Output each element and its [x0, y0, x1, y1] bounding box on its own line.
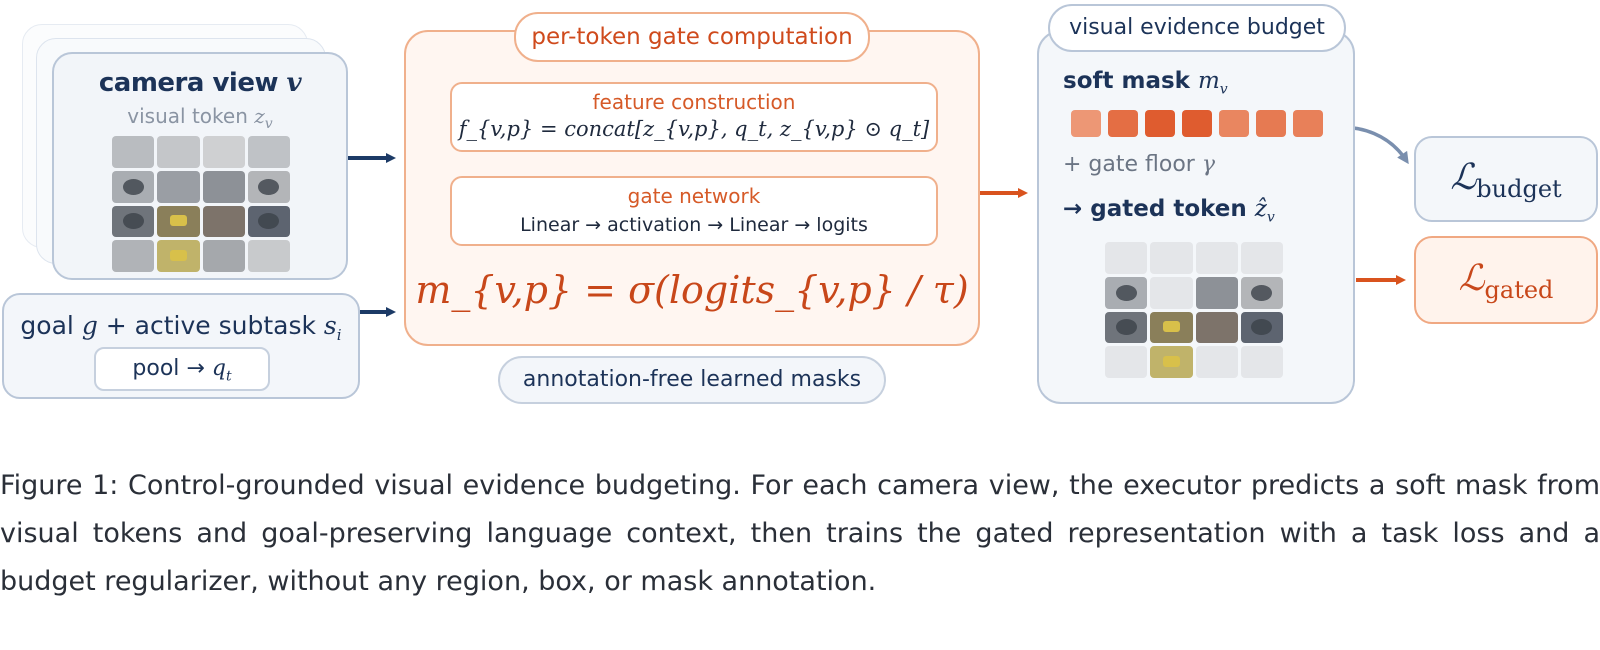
feature-construction-box: feature construction f_{v,p} = concat[z_…	[450, 82, 938, 152]
visual-token-cell	[1196, 312, 1238, 344]
soft-mask-cell	[1071, 110, 1101, 137]
visual-token-cell	[157, 240, 199, 272]
annotation-free-pill: annotation-free learned masks	[498, 356, 886, 404]
visual-token-cell	[1105, 346, 1147, 378]
visual-token-cell	[112, 171, 154, 203]
visual-token-cell	[248, 171, 290, 203]
visual-token-cell	[203, 206, 245, 238]
gate-network-steps: Linear → activation → Linear → logits	[452, 214, 936, 236]
object-blob	[258, 213, 279, 229]
gate-network-box: gate network Linear → activation → Linea…	[450, 176, 938, 246]
soft-mask-cell	[1145, 110, 1175, 137]
mask-formula: m_{v,p} = σ(logits_{v,p} / τ)	[404, 268, 980, 312]
object-blob	[1251, 319, 1272, 335]
visual-token-cell	[203, 136, 245, 168]
gate-computation-title: per-token gate computation	[514, 12, 870, 62]
object-blob	[1116, 319, 1137, 335]
feature-construction-formula: f_{v,p} = concat[z_{v,p}, q_t, z_{v,p} ⊙…	[452, 117, 936, 141]
goal-subtask-label: goal g + active subtask si	[4, 311, 358, 344]
soft-mask-cell	[1182, 110, 1212, 137]
gated-token-label: → gated token ẑv	[1063, 196, 1275, 226]
gated-loss-box: ℒgated	[1414, 236, 1598, 324]
visual-token-cell	[1105, 277, 1147, 309]
object-blob	[170, 250, 187, 261]
visual-token-grid	[112, 136, 290, 272]
visual-token-cell	[1150, 242, 1192, 274]
soft-mask-cell	[1256, 110, 1286, 137]
visual-token-label: visual token zv	[54, 104, 346, 132]
camera-view-card: camera view v visual token zv	[52, 52, 348, 280]
camera-view-title: camera view v	[54, 68, 346, 98]
budget-loss-box: ℒbudget	[1414, 136, 1598, 222]
feature-formula-text: f_{v,p} = concat[z_{v,p}, q_t, z_{v,p} ⊙…	[459, 117, 929, 141]
visual-token-cell	[1241, 346, 1283, 378]
visual-evidence-budget-title: visual evidence budget	[1048, 4, 1346, 52]
visual-token-cell	[203, 171, 245, 203]
soft-mask-cell	[1108, 110, 1138, 137]
object-blob	[1116, 285, 1137, 301]
gate-network-heading: gate network	[452, 184, 936, 208]
visual-token-cell	[1196, 346, 1238, 378]
soft-mask-cell	[1293, 110, 1323, 137]
soft-mask-row	[1071, 110, 1323, 137]
goal-subtask-card: goal g + active subtask si pool → qt	[2, 293, 360, 399]
gate-floor-label: + gate floor γ	[1063, 152, 1215, 177]
visual-token-cell	[203, 240, 245, 272]
object-blob	[1251, 285, 1272, 301]
figure-caption: Figure 1: Control-grounded visual eviden…	[0, 462, 1600, 606]
gated-token-grid	[1105, 242, 1283, 378]
visual-token-cell	[1105, 242, 1147, 274]
pool-query-box: pool → qt	[94, 347, 270, 391]
object-blob	[123, 179, 144, 195]
visual-token-cell	[112, 206, 154, 238]
visual-token-cell	[1196, 277, 1238, 309]
visual-token-cell	[1150, 277, 1192, 309]
visual-token-cell	[157, 206, 199, 238]
visual-token-cell	[157, 171, 199, 203]
object-blob	[170, 215, 187, 226]
visual-token-cell	[1105, 312, 1147, 344]
visual-token-cell	[248, 136, 290, 168]
soft-mask-cell	[1219, 110, 1249, 137]
object-blob	[1163, 356, 1180, 367]
visual-token-cell	[1150, 346, 1192, 378]
visual-token-cell	[1241, 277, 1283, 309]
object-blob	[123, 213, 144, 229]
visual-token-cell	[1196, 242, 1238, 274]
visual-token-cell	[1150, 312, 1192, 344]
visual-token-cell	[112, 136, 154, 168]
visual-token-cell	[1241, 242, 1283, 274]
visual-token-cell	[248, 206, 290, 238]
visual-token-cell	[1241, 312, 1283, 344]
object-blob	[1163, 321, 1180, 332]
visual-token-cell	[112, 240, 154, 272]
soft-mask-label: soft mask mv	[1063, 68, 1228, 98]
feature-construction-heading: feature construction	[452, 90, 936, 114]
visual-token-cell	[157, 136, 199, 168]
visual-token-cell	[248, 240, 290, 272]
object-blob	[258, 179, 279, 195]
